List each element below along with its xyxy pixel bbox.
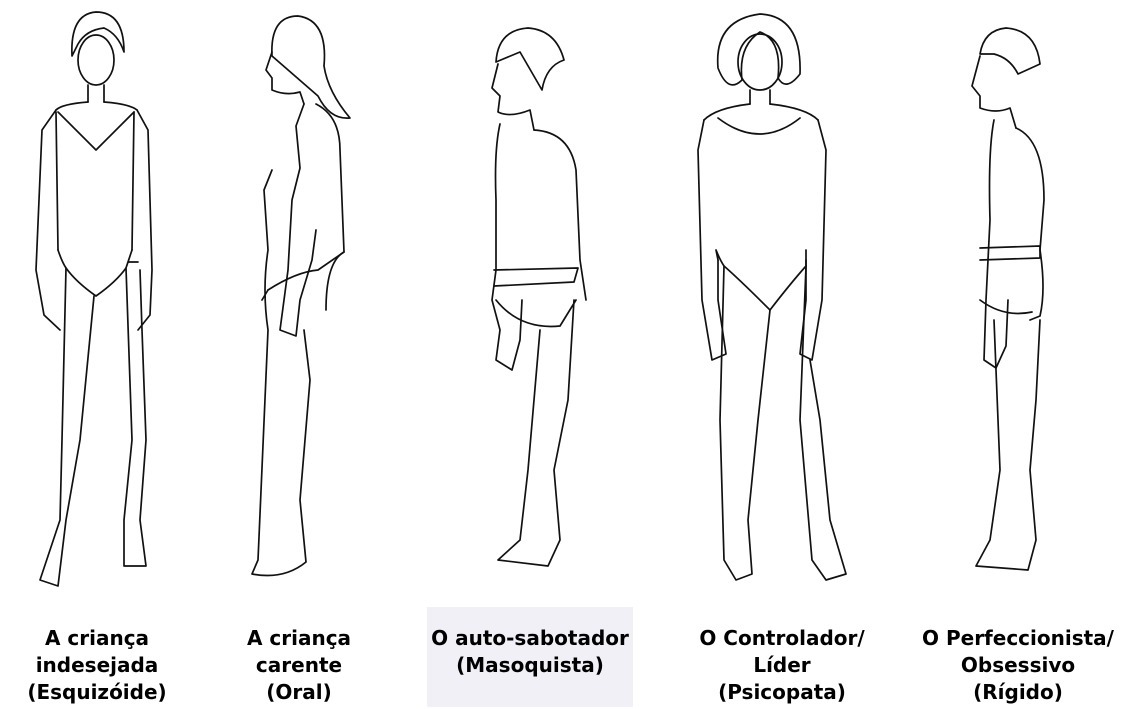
caption-masoquista: O auto-sabotador (Masoquista) (420, 625, 640, 679)
figure-masoquista (492, 28, 586, 566)
caption-oral-line-3: (Oral) (189, 679, 409, 706)
figure-oral (252, 16, 350, 576)
figure-esquizoide (36, 12, 152, 586)
caption-masoquista-line-1: O auto-sabotador (420, 625, 640, 652)
caption-masoquista-line-2: (Masoquista) (420, 652, 640, 679)
caption-rigido: O Perfeccionista/ Obsessivo (Rígido) (908, 625, 1128, 706)
caption-rigido-line-3: (Rígido) (908, 679, 1128, 706)
caption-psicopata: O Controlador/ Líder (Psicopata) (672, 625, 892, 706)
caption-rigido-line-2: Obsessivo (908, 652, 1128, 679)
caption-esquizoide: A criança indesejada (Esquizóide) (0, 625, 207, 706)
caption-oral-line-2: carente (189, 652, 409, 679)
caption-psicopata-line-3: (Psicopata) (672, 679, 892, 706)
figures-drawing (0, 0, 1144, 600)
caption-esquizoide-line-1: A criança (0, 625, 207, 652)
caption-psicopata-line-2: Líder (672, 652, 892, 679)
caption-oral-line-1: A criança (189, 625, 409, 652)
caption-psicopata-line-1: O Controlador/ (672, 625, 892, 652)
figure-psicopata (698, 14, 846, 580)
caption-esquizoide-line-3: (Esquizóide) (0, 679, 207, 706)
caption-oral: A criança carente (Oral) (189, 625, 409, 706)
figure-rigido (972, 28, 1044, 570)
caption-rigido-line-1: O Perfeccionista/ (908, 625, 1128, 652)
caption-esquizoide-line-2: indesejada (0, 652, 207, 679)
